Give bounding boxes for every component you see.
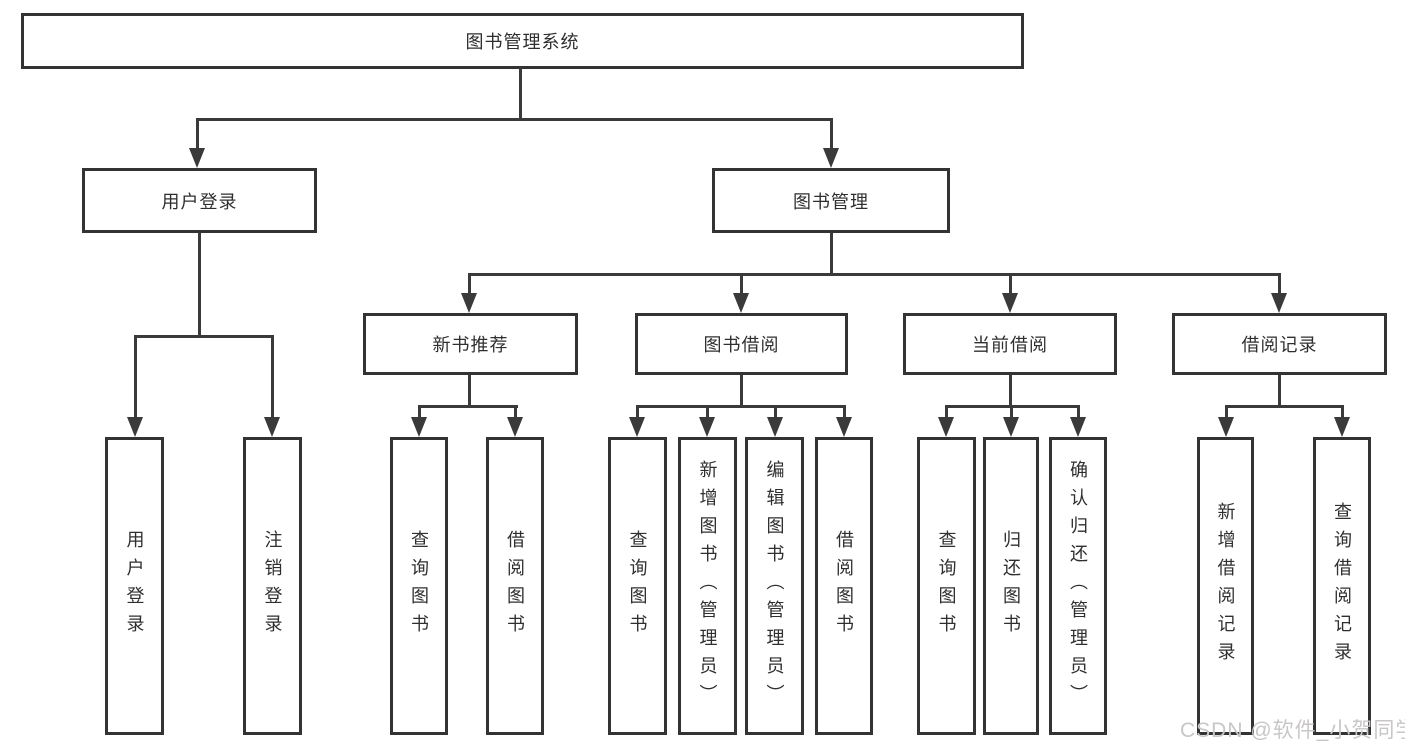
connector-arrowhead	[1271, 293, 1287, 313]
connector-vline	[1225, 405, 1228, 419]
leaf-bb-edit-books-admin: 编辑图书（管理员）	[745, 437, 804, 735]
connector-vline	[198, 233, 201, 335]
leaf-nbr-query-books: 查询图书	[390, 437, 448, 735]
leaf-br-add-record: 新增借阅记录	[1197, 437, 1254, 735]
connector-vline	[519, 67, 522, 118]
connector-arrowhead	[1070, 417, 1086, 437]
connector-arrowhead	[733, 293, 749, 313]
connector-vline	[134, 335, 137, 419]
connector-arrowhead	[264, 417, 280, 437]
connector-vline	[1341, 405, 1344, 419]
connector-arrowhead	[1218, 417, 1234, 437]
connector-vline	[1009, 375, 1012, 405]
connector-arrowhead	[411, 417, 427, 437]
connector-vline	[740, 375, 743, 405]
connector-arrowhead	[823, 148, 839, 168]
connector-hline	[134, 335, 274, 338]
leaf-br-query-record: 查询借阅记录	[1313, 437, 1371, 735]
connector-vline	[945, 405, 948, 419]
node-borrowing-records: 借阅记录	[1172, 313, 1387, 375]
connector-vline	[1009, 273, 1012, 295]
connector-hline	[1225, 405, 1344, 408]
connector-arrowhead	[1334, 417, 1350, 437]
leaf-user-login: 用户登录	[105, 437, 164, 735]
connector-arrowhead	[836, 417, 852, 437]
connector-hline	[418, 405, 518, 408]
connector-hline	[468, 273, 1281, 276]
node-book-borrowing: 图书借阅	[635, 313, 848, 375]
connector-vline	[830, 233, 833, 275]
connector-arrowhead	[507, 417, 523, 437]
connector-vline	[514, 405, 517, 419]
connector-vline	[706, 405, 709, 419]
connector-vline	[418, 405, 421, 419]
node-current-borrowing: 当前借阅	[903, 313, 1117, 375]
connector-arrowhead	[629, 417, 645, 437]
connector-arrowhead	[938, 417, 954, 437]
watermark: CSDN @软件_小贺同学	[1180, 719, 1405, 742]
leaf-bb-borrow-books: 借阅图书	[815, 437, 873, 735]
node-book-management-group: 图书管理	[712, 168, 950, 233]
connector-vline	[774, 405, 777, 419]
connector-arrowhead	[1003, 417, 1019, 437]
leaf-nbr-borrow-books: 借阅图书	[486, 437, 544, 735]
leaf-logout: 注销登录	[243, 437, 302, 735]
leaf-cb-confirm-return-admin: 确认归还（管理员）	[1049, 437, 1107, 735]
connector-vline	[1278, 375, 1281, 405]
connector-vline	[830, 118, 833, 150]
connector-arrowhead	[127, 417, 143, 437]
connector-vline	[468, 375, 471, 405]
connector-vline	[1010, 405, 1013, 419]
connector-vline	[271, 335, 274, 419]
node-library-management-system: 图书管理系统	[21, 13, 1024, 69]
connector-vline	[1077, 405, 1080, 419]
connector-vline	[196, 118, 199, 150]
node-new-book-recommendation: 新书推荐	[363, 313, 578, 375]
leaf-bb-query-books: 查询图书	[608, 437, 667, 735]
leaf-cb-return-books: 归还图书	[983, 437, 1039, 735]
connector-vline	[740, 273, 743, 295]
connector-hline	[196, 118, 833, 121]
node-user-login-group: 用户登录	[82, 168, 317, 233]
connector-hline	[636, 405, 846, 408]
connector-vline	[468, 273, 471, 295]
connector-arrowhead	[189, 148, 205, 168]
connector-vline	[843, 405, 846, 419]
connector-arrowhead	[461, 293, 477, 313]
leaf-cb-query-books: 查询图书	[917, 437, 976, 735]
connector-arrowhead	[767, 417, 783, 437]
connector-arrowhead	[1002, 293, 1018, 313]
connector-vline	[1278, 273, 1281, 295]
connector-vline	[636, 405, 639, 419]
connector-arrowhead	[699, 417, 715, 437]
leaf-bb-add-books-admin: 新增图书（管理员）	[678, 437, 737, 735]
